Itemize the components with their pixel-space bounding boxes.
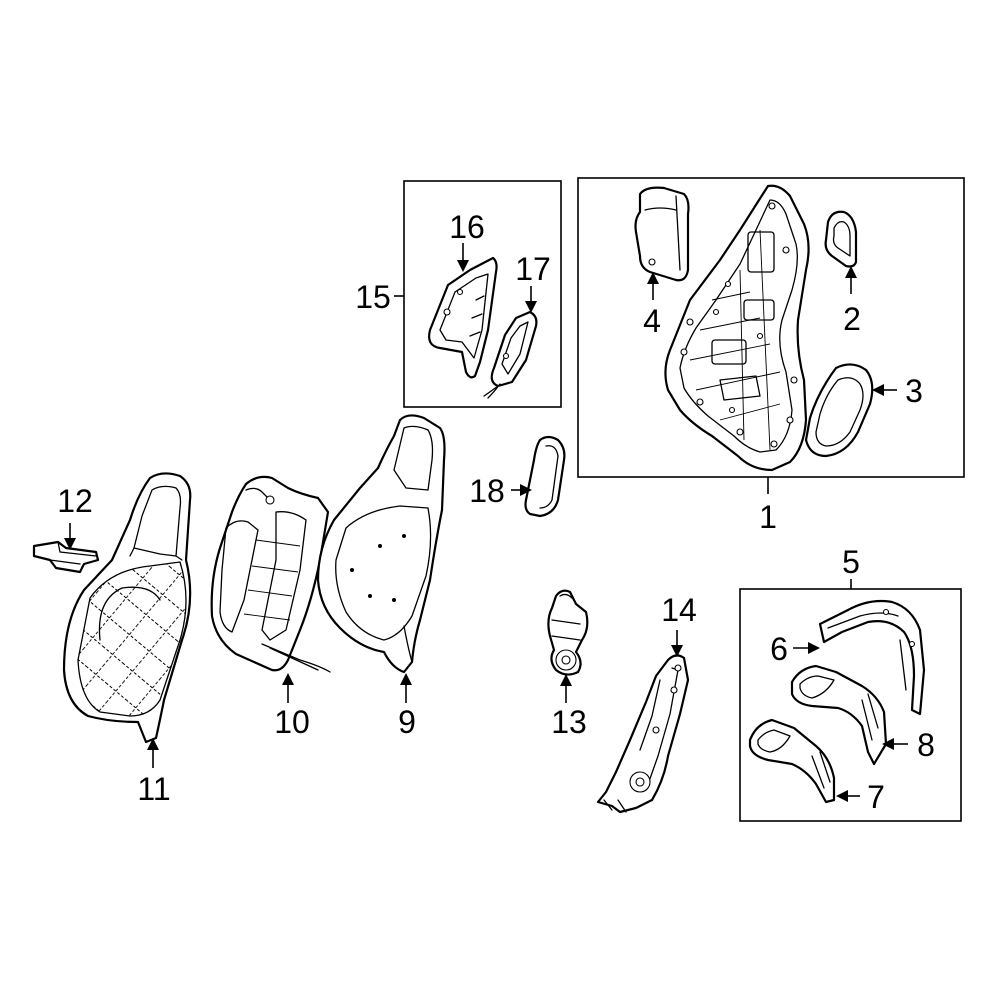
callout-4: 4 — [643, 303, 661, 339]
part-10-spring-frame — [210, 475, 331, 673]
callout-17: 17 — [515, 251, 551, 287]
part-8-bracket — [790, 664, 888, 766]
callout-6: 6 — [770, 631, 788, 667]
part-13-actuator — [547, 589, 589, 676]
callout-11: 11 — [137, 771, 170, 807]
part-2-bezel — [824, 210, 858, 268]
callout-1: 1 — [759, 499, 777, 535]
callout-labels: 1 2 3 4 5 6 7 8 9 10 11 12 13 14 15 16 1… — [57, 209, 935, 815]
part-7-bracket — [748, 718, 836, 804]
part-16-trim-panel — [428, 256, 498, 379]
part-1-seat-back-frame — [664, 184, 810, 472]
leader-lines — [64, 243, 908, 802]
part-9-foam-pad — [316, 414, 446, 674]
callout-12: 12 — [57, 483, 93, 519]
callout-14: 14 — [661, 592, 697, 628]
callout-3: 3 — [905, 373, 923, 409]
callout-9: 9 — [398, 704, 416, 740]
callout-2: 2 — [843, 301, 861, 337]
group-box-15 — [403, 180, 562, 408]
part-12-clip — [32, 540, 100, 574]
part-17-bracket — [483, 310, 538, 399]
callout-5: 5 — [842, 544, 860, 580]
part-4-headrest-panel — [634, 186, 690, 282]
group-box-1 — [577, 177, 965, 478]
callout-15: 15 — [355, 279, 391, 315]
part-11-seat-back-cover — [62, 472, 192, 744]
callout-7: 7 — [867, 779, 885, 815]
callout-8: 8 — [917, 727, 935, 763]
callout-10: 10 — [274, 704, 310, 740]
callout-16: 16 — [449, 209, 485, 245]
part-18-bolster-pad — [524, 435, 566, 518]
part-3-oval-trim — [804, 363, 874, 458]
part-14-recliner-bracket — [596, 654, 690, 814]
callout-13: 13 — [551, 704, 587, 740]
part-6-curved-trim — [818, 599, 926, 716]
callout-18: 18 — [469, 473, 505, 509]
